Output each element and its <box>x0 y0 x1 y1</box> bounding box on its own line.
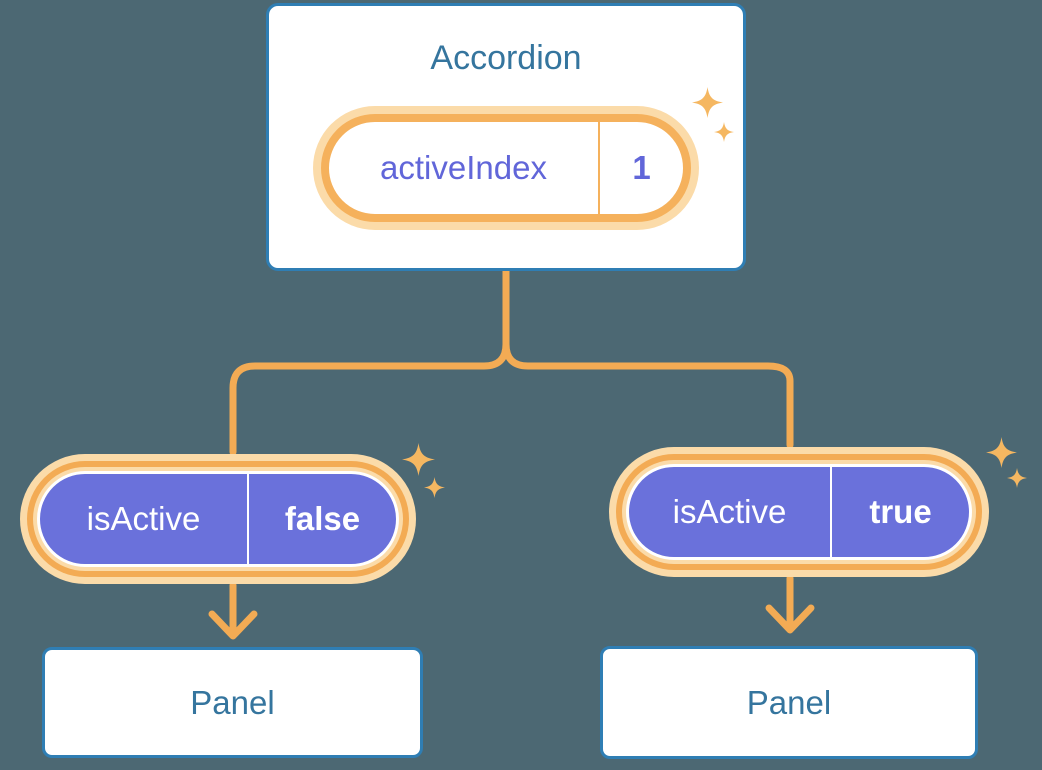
prop-label: isActive <box>672 493 787 530</box>
active-index-label: activeIndex <box>380 149 547 186</box>
prop-pill-true: isActive true <box>626 464 972 560</box>
branch-line-right <box>502 267 794 449</box>
sparkle-small-icon <box>424 477 445 498</box>
panel-title: Panel <box>746 683 832 721</box>
arrow-head-left-icon <box>208 610 258 640</box>
panel-card-right: Panel <box>600 646 978 759</box>
sparkle-large-icon <box>986 437 1017 468</box>
accordion-title: Accordion <box>430 39 582 77</box>
prop-label: isActive <box>86 500 201 537</box>
active-index-pill: activeIndex 1 <box>321 114 691 222</box>
sparkle-large-icon <box>692 87 723 118</box>
pill-divider <box>830 467 832 557</box>
sparkle-small-icon <box>1007 468 1027 488</box>
prop-pill-false: isActive false <box>37 471 399 567</box>
panel-card-left: Panel <box>42 647 423 758</box>
branch-line-left <box>229 267 510 456</box>
panel-title: Panel <box>190 683 275 721</box>
pill-divider <box>247 474 249 564</box>
pill-divider <box>598 122 600 214</box>
active-index-value: 1 <box>632 149 651 186</box>
prop-value: true <box>869 493 932 530</box>
arrow-head-right-icon <box>765 604 815 634</box>
prop-value: false <box>284 500 361 537</box>
sparkle-large-icon <box>402 443 435 476</box>
sparkle-small-icon <box>714 122 734 142</box>
